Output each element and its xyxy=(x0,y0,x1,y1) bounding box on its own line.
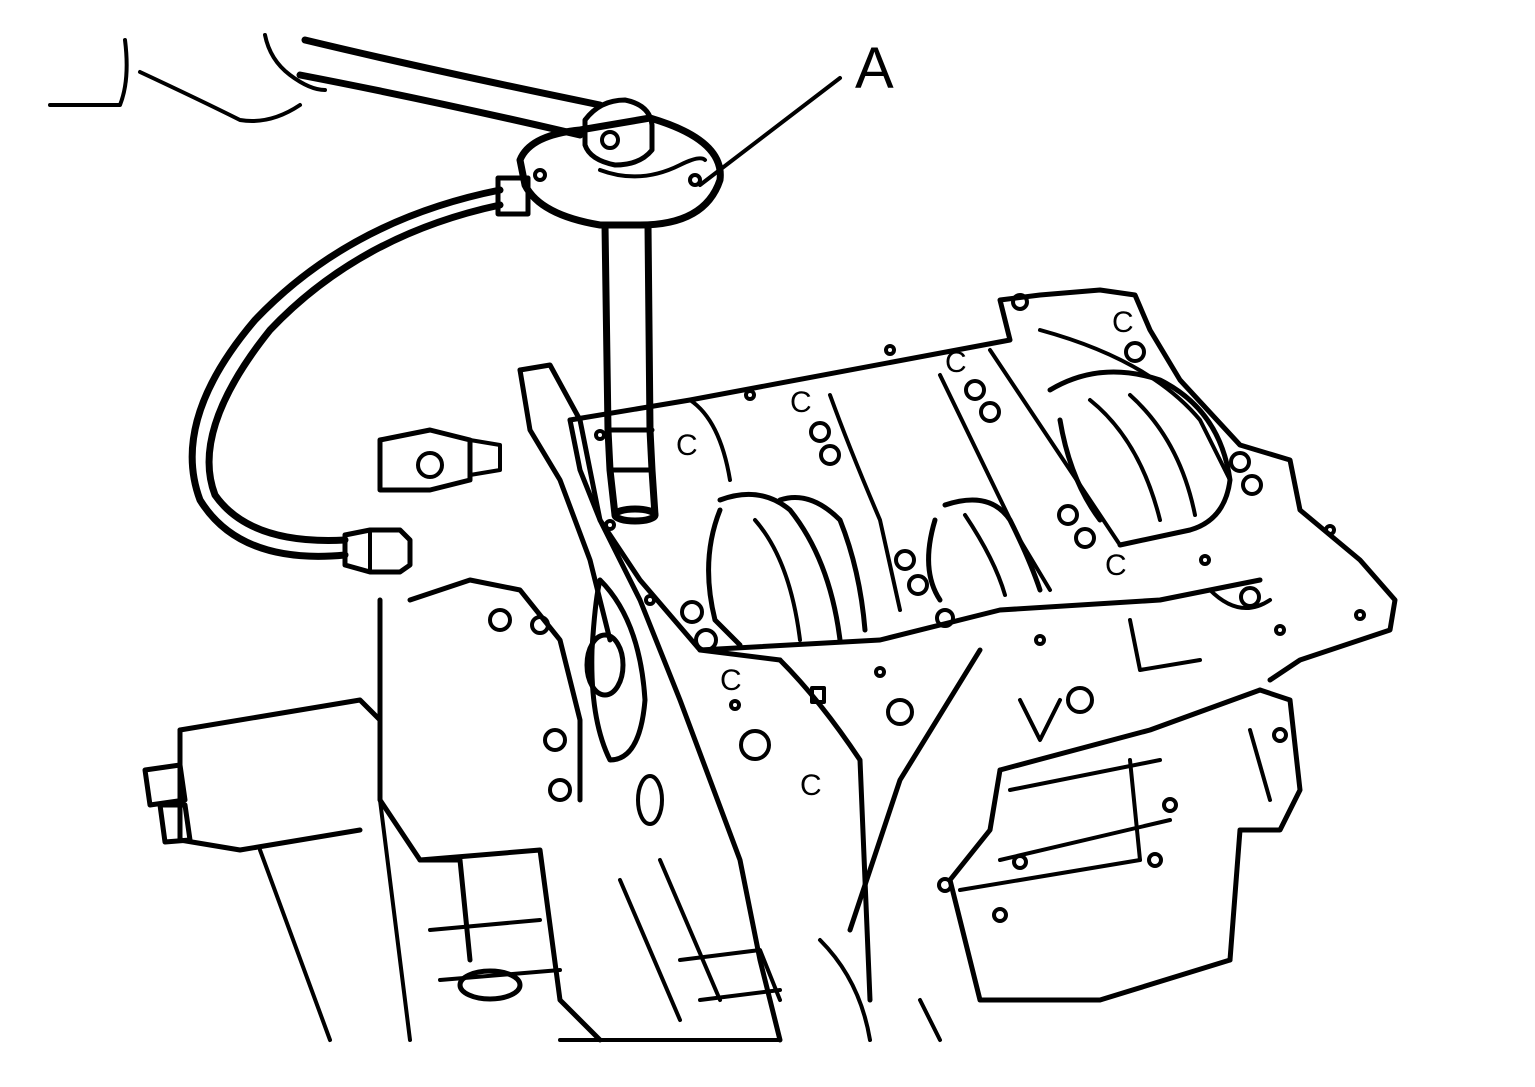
tool-shaft xyxy=(601,221,659,525)
casting-marks: C C C C C C C xyxy=(676,306,1134,802)
callout-A: A xyxy=(698,36,894,187)
engine-block xyxy=(142,287,1398,1043)
svg-text:C: C xyxy=(800,769,822,802)
callout-label: A xyxy=(855,36,894,101)
tool-cable xyxy=(188,175,531,575)
svg-text:C: C xyxy=(1112,306,1134,339)
svg-text:C: C xyxy=(790,386,812,419)
svg-text:C: C xyxy=(1105,549,1127,582)
tool-base-plate xyxy=(516,97,724,229)
svg-text:C: C xyxy=(945,346,967,379)
svg-text:C: C xyxy=(720,664,742,697)
tool-handle xyxy=(48,33,604,139)
svg-text:C: C xyxy=(676,429,698,462)
